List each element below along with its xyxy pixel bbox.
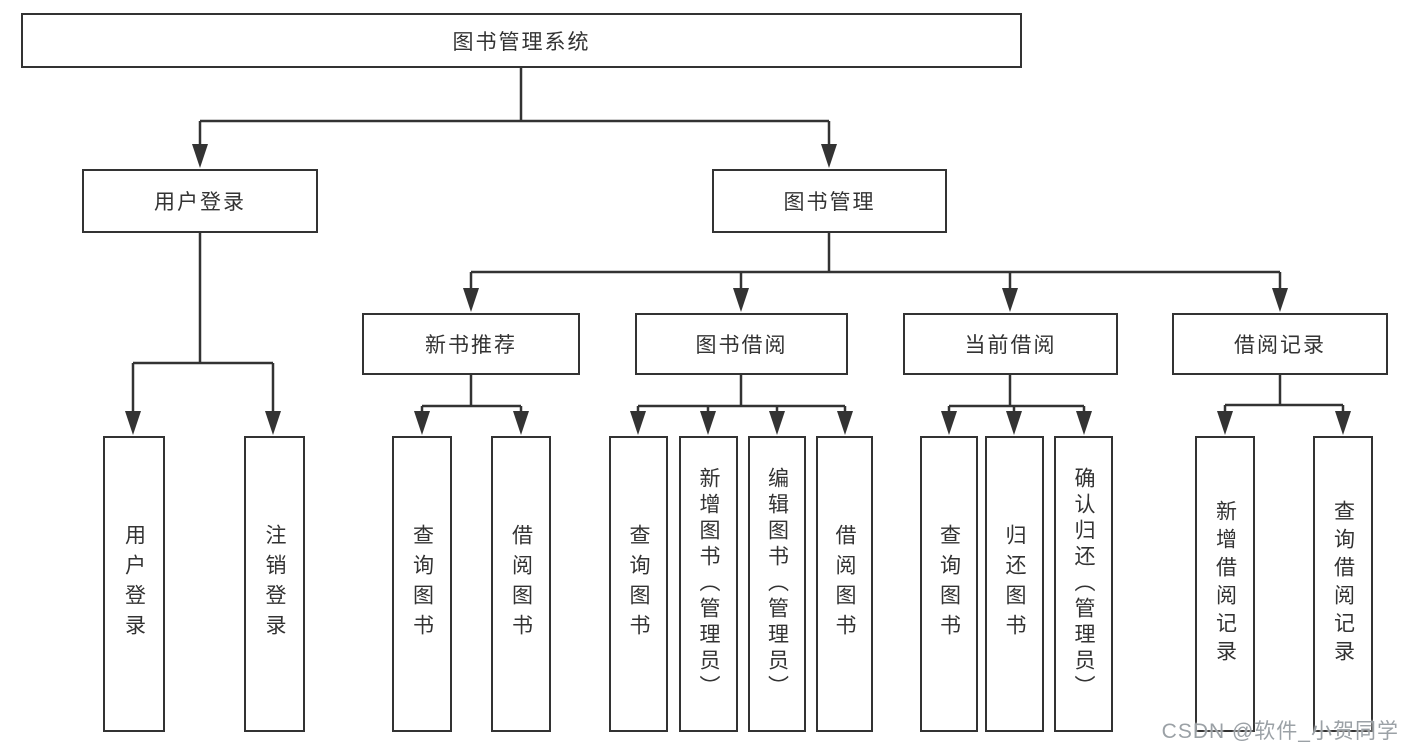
arrowhead-group [125, 144, 1351, 435]
arrowhead-leaf-logout [265, 411, 281, 435]
leaf-query-book-rec-label: 查询图书 [410, 524, 434, 644]
leaf-user-login: 用户登录 [103, 436, 165, 732]
leaf-query-book-borrow-label: 查询图书 [627, 524, 650, 644]
arrowhead-current-borrow [1002, 288, 1018, 312]
leaf-borrow-book-borrow: 借阅图书 [816, 436, 873, 732]
leaf-borrow-book-borrow-label: 借阅图书 [833, 524, 856, 644]
node-new-book-rec-label: 新书推荐 [425, 334, 517, 357]
arrowhead-book-borrow [733, 288, 749, 312]
leaf-query-book-current-label: 查询图书 [937, 524, 961, 644]
arrowhead-leaf-add-record [1217, 411, 1233, 435]
leaf-user-login-label: 用户登录 [122, 524, 146, 644]
leaf-query-book-rec: 查询图书 [392, 436, 452, 732]
arrowhead-leaf-borrow-book-borrow [837, 411, 853, 435]
arrowhead-leaf-query-book-current [941, 411, 957, 435]
leaf-borrow-book-rec-label: 借阅图书 [509, 524, 533, 644]
leaf-add-book-admin: 新增图书（管理员） [679, 436, 738, 732]
arrowhead-leaf-return-book [1006, 411, 1022, 435]
node-book-borrow: 图书借阅 [635, 313, 848, 375]
leaf-query-borrow-record-label: 查询借阅记录 [1331, 500, 1355, 668]
node-current-borrow-label: 当前借阅 [964, 334, 1057, 357]
node-user-login-label: 用户登录 [154, 191, 246, 214]
arrowhead-leaf-add-book [700, 411, 716, 435]
arrowhead-user-login [192, 144, 208, 168]
node-new-book-rec: 新书推荐 [362, 313, 580, 375]
arrowhead-new-book-rec [463, 288, 479, 312]
leaf-return-book: 归还图书 [985, 436, 1044, 732]
leaf-logout: 注销登录 [244, 436, 305, 732]
leaf-add-borrow-record: 新增借阅记录 [1195, 436, 1255, 732]
leaf-confirm-return-admin: 确认归还（管理员） [1054, 436, 1113, 732]
leaf-edit-book-admin-label: 编辑图书（管理员） [765, 467, 789, 701]
leaf-borrow-book-rec: 借阅图书 [491, 436, 551, 732]
node-root-label: 图书管理系统 [452, 30, 591, 54]
node-user-login: 用户登录 [82, 169, 318, 233]
arrowhead-leaf-query-book-rec [414, 411, 430, 435]
arrowhead-leaf-user-login [125, 411, 141, 435]
csdn-watermark: CSDN @软件_小贺同学 [1161, 720, 1399, 743]
arrowhead-leaf-borrow-book-rec [513, 411, 529, 435]
leaf-edit-book-admin: 编辑图书（管理员） [748, 436, 806, 732]
leaf-add-borrow-record-label: 新增借阅记录 [1213, 500, 1237, 668]
leaf-confirm-return-admin-label: 确认归还（管理员） [1072, 467, 1095, 701]
leaf-logout-label: 注销登录 [263, 524, 286, 644]
node-borrow-record: 借阅记录 [1172, 313, 1388, 375]
leaf-return-book-label: 归还图书 [1003, 524, 1026, 644]
node-book-mgmt: 图书管理 [712, 169, 947, 233]
arrowhead-leaf-confirm-return [1076, 411, 1092, 435]
node-book-mgmt-label: 图书管理 [783, 191, 876, 214]
arrowhead-borrow-record [1272, 288, 1288, 312]
leaf-query-borrow-record: 查询借阅记录 [1313, 436, 1373, 732]
arrowhead-leaf-edit-book [769, 411, 785, 435]
node-current-borrow: 当前借阅 [903, 313, 1118, 375]
arrowhead-leaf-query-book-borrow [630, 411, 646, 435]
arrowhead-book-mgmt [821, 144, 837, 168]
leaf-query-book-borrow: 查询图书 [609, 436, 668, 732]
arrowhead-leaf-query-record [1335, 411, 1351, 435]
leaf-query-book-current: 查询图书 [920, 436, 978, 732]
leaf-add-book-admin-label: 新增图书（管理员） [697, 467, 720, 701]
node-root: 图书管理系统 [21, 13, 1022, 68]
node-borrow-record-label: 借阅记录 [1234, 334, 1326, 357]
node-book-borrow-label: 图书借阅 [695, 334, 788, 357]
